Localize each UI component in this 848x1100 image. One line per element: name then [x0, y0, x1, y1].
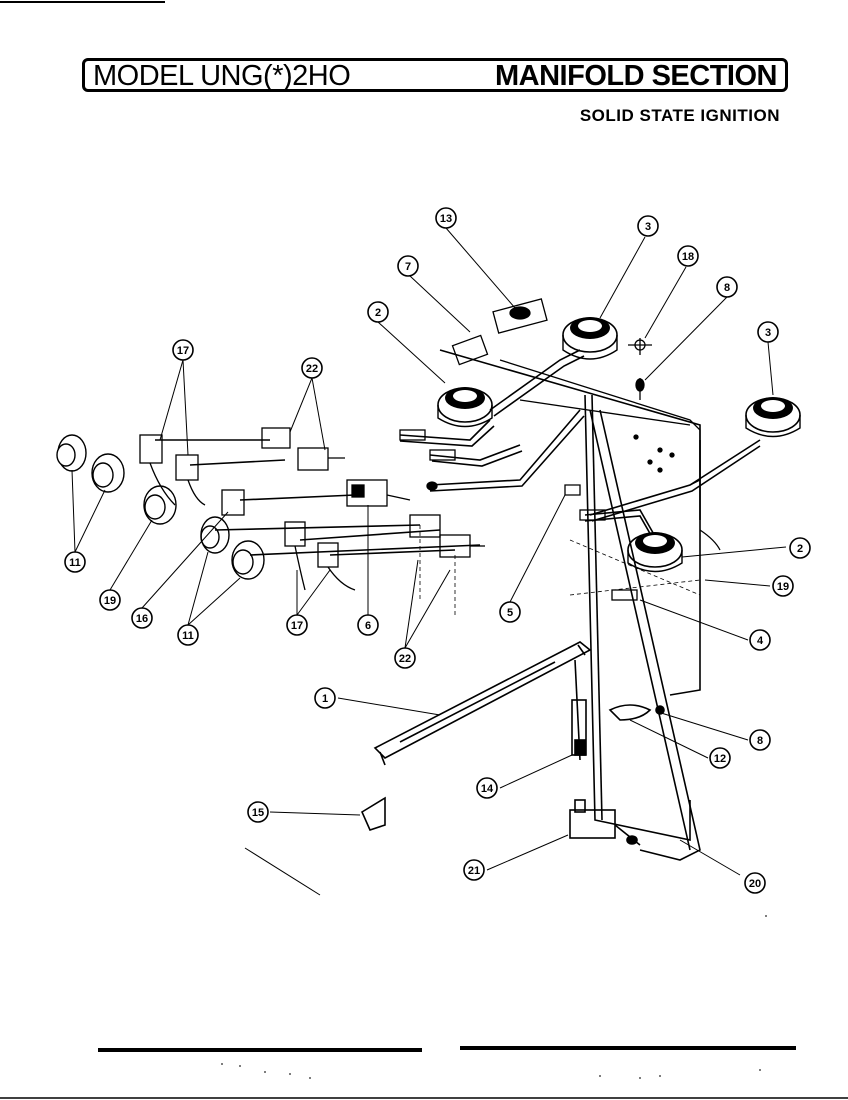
callout-number: 6	[365, 620, 371, 632]
burner-right-rear	[562, 317, 618, 360]
callout-number: 14	[481, 783, 494, 795]
callout-8: 8	[716, 276, 738, 298]
callout-number: 11	[182, 630, 194, 642]
burner-right-front	[745, 397, 801, 438]
callout-number: 21	[468, 865, 480, 877]
title-frame: MODEL UNG(*)2HO MANIFOLD SECTION	[82, 58, 788, 92]
callout-4: 4	[749, 629, 771, 651]
callout-14: 14	[476, 777, 498, 799]
callout-number: 20	[749, 878, 761, 890]
burner-panel	[499, 359, 701, 486]
callout-labels: 1331878231722111961611172252194181214152…	[64, 207, 811, 894]
callout-number: 2	[375, 307, 381, 319]
callout-11: 11	[64, 551, 86, 573]
subtitle: SOLID STATE IGNITION	[579, 106, 780, 125]
callout-number: 11	[69, 557, 81, 569]
callout-number: 5	[507, 607, 513, 619]
manifold-rail	[360, 641, 665, 846]
callout-21: 21	[463, 859, 485, 881]
callout-6: 6	[357, 614, 379, 636]
callout-number: 3	[645, 221, 651, 233]
callout-number: 19	[777, 581, 789, 593]
model-title: MODEL UNG(*)2HO	[93, 60, 351, 92]
ignition-switches	[139, 434, 356, 591]
callout-number: 18	[682, 251, 694, 263]
callout-7: 7	[397, 255, 419, 277]
callout-number: 3	[765, 327, 771, 339]
callout-3: 3	[637, 215, 659, 237]
callout-8: 8	[749, 729, 771, 751]
spark-module	[346, 479, 411, 507]
manifold-tubes	[155, 349, 761, 861]
callout-13: 13	[435, 207, 457, 229]
callout-number: 8	[724, 282, 730, 294]
callout-11: 11	[177, 624, 199, 646]
callout-number: 22	[399, 653, 411, 665]
callout-15: 15	[247, 801, 269, 823]
callout-2: 2	[367, 301, 389, 323]
section-title: MANIFOLD SECTION	[495, 60, 778, 92]
callout-3: 3	[757, 321, 779, 343]
callout-17: 17	[286, 614, 308, 636]
callout-number: 13	[440, 213, 452, 225]
callout-16: 16	[131, 607, 153, 629]
callout-12: 12	[709, 747, 731, 769]
callout-number: 22	[306, 363, 318, 375]
burner-valves	[261, 427, 485, 558]
callout-22: 22	[394, 647, 416, 669]
burner-left-rear	[437, 387, 493, 428]
callout-number: 7	[405, 261, 411, 273]
callout-number: 8	[757, 735, 763, 747]
callout-number: 1	[322, 693, 328, 705]
callout-20: 20	[744, 872, 766, 894]
callout-22: 22	[301, 357, 323, 379]
callout-5: 5	[499, 601, 521, 623]
callout-19: 19	[99, 589, 121, 611]
callout-2: 2	[789, 537, 811, 559]
burner-left-front	[627, 532, 683, 573]
callout-number: 2	[797, 543, 803, 555]
callout-17: 17	[172, 339, 194, 361]
callout-number: 17	[177, 345, 189, 357]
callout-number: 19	[104, 595, 116, 607]
callout-number: 15	[252, 807, 264, 819]
leader-lines	[71, 227, 787, 896]
knob-row	[56, 434, 265, 580]
callout-number: 4	[757, 635, 764, 647]
callout-18: 18	[677, 245, 699, 267]
callout-number: 17	[291, 620, 303, 632]
callout-19: 19	[772, 575, 794, 597]
callout-number: 12	[714, 753, 726, 765]
callout-number: 16	[136, 613, 148, 625]
callout-1: 1	[314, 687, 336, 709]
